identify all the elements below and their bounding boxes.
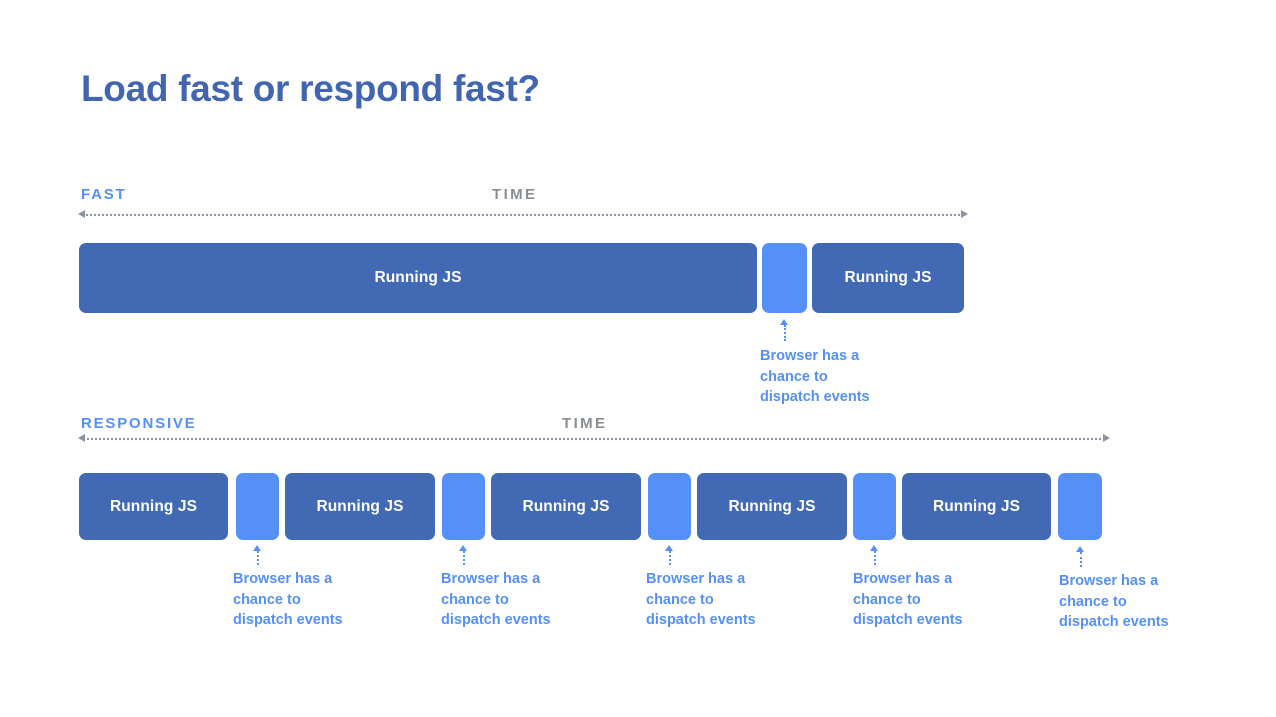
block-label: Running JS	[932, 497, 1021, 515]
callout-arrow-up-icon	[1076, 546, 1085, 567]
callout-arrow-up-icon	[253, 545, 262, 565]
axis-arrow-left-icon	[78, 210, 85, 218]
arrow-head-icon	[253, 545, 261, 551]
axis-arrow-right-icon	[1103, 434, 1110, 442]
callout-arrow-up-icon	[780, 319, 789, 341]
arrow-stem	[668, 551, 671, 565]
axis-arrow-right-icon	[961, 210, 968, 218]
time-label-responsive: TIME	[562, 415, 608, 432]
arrow-stem	[783, 325, 786, 341]
arrow-stem	[462, 551, 465, 565]
block-label: Running JS	[844, 269, 932, 286]
block-label: Running JS	[728, 497, 816, 515]
timeline-block-idle[interactable]	[1058, 473, 1102, 540]
callout-browser-dispatch-events: Browser has a chance to dispatch events	[646, 571, 756, 628]
timeline-block-running-js[interactable]: Running JS	[902, 473, 1051, 540]
block-label: Running JS	[522, 497, 610, 515]
timeline-block-running-js[interactable]: Running JS	[79, 243, 757, 313]
callout-arrow-up-icon	[870, 545, 879, 565]
arrow-head-icon	[780, 319, 788, 325]
callout-browser-dispatch-events: Browser has a chance to dispatch events	[441, 571, 551, 628]
callout-browser-dispatch-events: Browser has a chance to dispatch events	[853, 571, 963, 628]
timeline-block-running-js[interactable]: Running JS	[812, 243, 964, 313]
axis-line	[83, 438, 1105, 440]
arrow-head-icon	[870, 545, 878, 551]
timeline-block-running-js[interactable]: Running JS	[491, 473, 641, 540]
timeline-block-idle[interactable]	[762, 243, 807, 313]
callout-browser-dispatch-events: Browser has a chance to dispatch events	[1059, 573, 1169, 630]
section-label-responsive: RESPONSIVE	[81, 415, 197, 432]
arrow-head-icon	[459, 545, 467, 551]
timeline-block-idle[interactable]	[648, 473, 691, 540]
callout-browser-dispatch-events: Browser has a chance to dispatch events	[233, 571, 343, 628]
block-label: Running JS	[316, 497, 404, 515]
callout-arrow-up-icon	[665, 545, 674, 565]
time-axis-fast	[78, 210, 968, 219]
arrow-stem	[256, 551, 259, 565]
arrow-stem	[1079, 552, 1082, 567]
axis-arrow-left-icon	[78, 434, 85, 442]
axis-line	[83, 214, 963, 216]
arrow-stem	[873, 551, 876, 565]
time-axis-responsive	[78, 434, 1110, 443]
arrow-head-icon	[665, 545, 673, 551]
timeline-block-idle[interactable]	[853, 473, 896, 540]
page-title: Load fast or respond fast?	[81, 68, 540, 109]
timeline-block-running-js[interactable]: Running JS	[697, 473, 847, 540]
arrow-head-icon	[1076, 546, 1084, 552]
timeline-block-idle[interactable]	[236, 473, 279, 540]
callout-arrow-up-icon	[459, 545, 468, 565]
timeline-block-running-js[interactable]: Running JS	[79, 473, 228, 540]
section-label-fast: FAST	[81, 186, 127, 203]
block-label: Running JS	[374, 269, 462, 286]
callout-browser-dispatch-events: Browser has a chance to dispatch events	[760, 348, 870, 405]
time-label-fast: TIME	[492, 186, 538, 203]
timeline-block-running-js[interactable]: Running JS	[285, 473, 435, 540]
timeline-block-idle[interactable]	[442, 473, 485, 540]
block-label: Running JS	[109, 497, 198, 515]
